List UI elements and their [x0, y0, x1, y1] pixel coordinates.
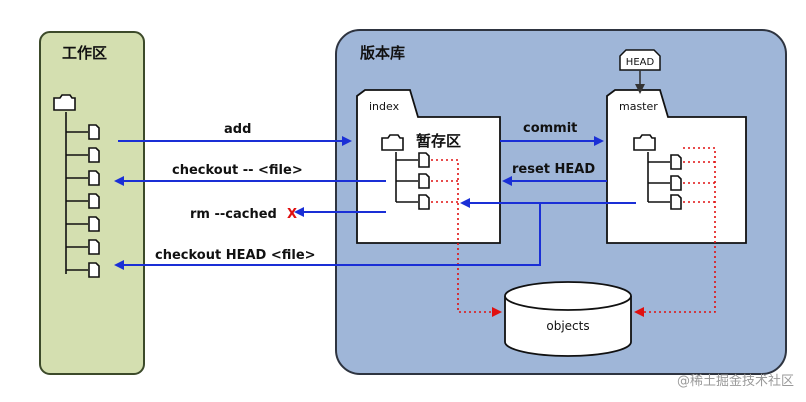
master-label: master	[619, 100, 658, 113]
file-icon	[88, 216, 100, 232]
file-icon	[88, 124, 100, 140]
object-links	[431, 147, 716, 317]
file-icon	[670, 154, 682, 170]
workspace-tree	[53, 94, 100, 278]
file-icon	[670, 175, 682, 191]
head-label: HEAD	[626, 57, 655, 68]
rm-cached-x-mark: X	[287, 207, 297, 222]
file-icon	[88, 193, 100, 209]
checkout-file-label: checkout -- <file>	[172, 163, 303, 178]
file-icon	[88, 170, 100, 186]
file-icon	[418, 152, 430, 168]
file-icon	[418, 173, 430, 189]
folder-icon	[633, 134, 656, 151]
index-caption: 暂存区	[416, 132, 461, 150]
reset-head-label: reset HEAD	[512, 162, 595, 177]
folder-icon	[381, 134, 404, 151]
objects-label: objects	[546, 319, 589, 333]
file-icon	[670, 194, 682, 210]
head-tag: HEAD	[619, 49, 661, 94]
add-label: add	[224, 122, 251, 137]
file-icon	[418, 194, 430, 210]
repository-title: 版本库	[360, 44, 405, 62]
checkout-head-arrow	[114, 202, 636, 270]
rm-cached-label: rm --cached	[190, 207, 277, 222]
file-icon	[88, 262, 100, 278]
watermark: @稀土掘金技术社区	[677, 373, 794, 389]
workspace-title: 工作区	[62, 44, 107, 62]
file-icon	[88, 239, 100, 255]
folder-icon	[53, 94, 76, 111]
objects-database: objects	[504, 281, 632, 357]
checkout-head-file-label: checkout HEAD <file>	[155, 248, 316, 263]
command-arrows	[114, 136, 636, 270]
file-icon	[88, 147, 100, 163]
index-label: index	[369, 100, 400, 113]
commit-label: commit	[523, 121, 577, 136]
master-folder: master	[606, 89, 747, 244]
